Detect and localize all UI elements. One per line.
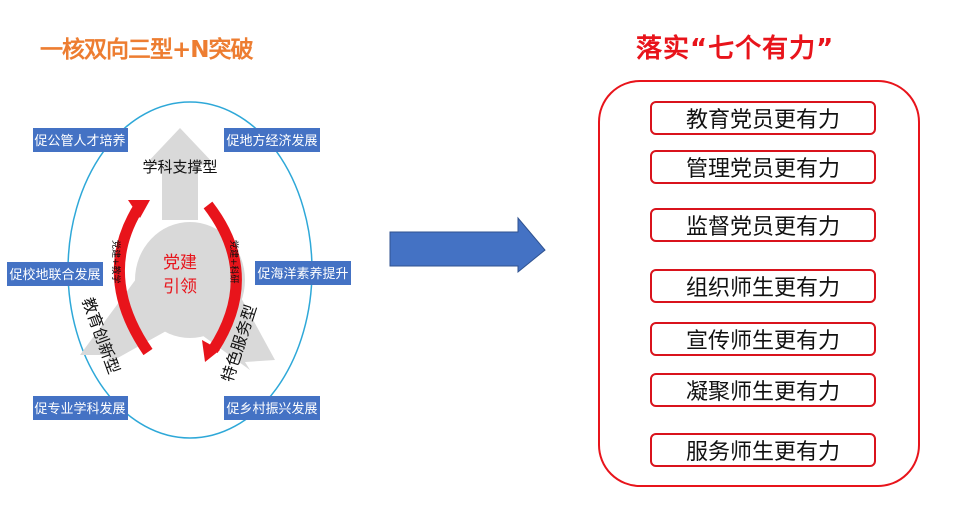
right-title: 落实“七个有力”	[636, 34, 835, 64]
item-6: 服务师生更有力	[650, 433, 876, 467]
core-text-1: 党建	[163, 253, 197, 273]
box-4: 促专业学科发展	[34, 401, 125, 417]
items-frame	[598, 80, 920, 487]
item-4: 宣传师生更有力	[650, 322, 876, 356]
left-title: 一核双向三型+N突破	[40, 37, 254, 63]
item-2: 监督党员更有力	[650, 208, 876, 242]
arc-right-label: 党建+科研	[228, 240, 240, 284]
item-1: 管理党员更有力	[650, 150, 876, 184]
item-5: 凝聚师生更有力	[650, 373, 876, 407]
item-3: 组织师生更有力	[650, 269, 876, 303]
right-red-arc	[203, 201, 242, 354]
core-text-2: 引领	[163, 277, 197, 297]
item-0: 教育党员更有力	[650, 101, 876, 135]
box-0: 促公管人才培养	[34, 133, 125, 149]
three-way-arrows	[80, 128, 275, 370]
left-arc-arrowhead	[128, 200, 150, 218]
box-3: 促海洋素养提升	[257, 266, 348, 282]
arc-left-label: 党建+教学	[110, 240, 122, 284]
box-5: 促乡村振兴发展	[226, 401, 317, 417]
right-arrow-icon	[389, 216, 546, 274]
box-1: 促地方经济发展	[226, 133, 317, 149]
up-arrow	[145, 128, 215, 220]
box-2: 促校地联合发展	[9, 267, 100, 283]
core-circle	[135, 222, 245, 338]
type-top: 学科支撑型	[142, 158, 217, 176]
left-red-arc	[113, 202, 153, 356]
right-arc-arrowhead	[202, 340, 220, 362]
